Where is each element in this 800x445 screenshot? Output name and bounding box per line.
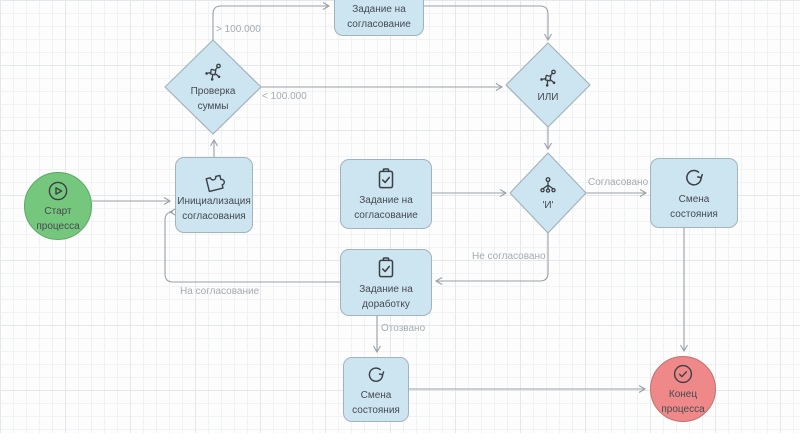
node-task-approval-mid[interactable]: Задание на согласование	[340, 159, 432, 229]
node-label: состояния	[670, 209, 718, 220]
node-label: Инициализация	[177, 196, 251, 207]
edge-label-to-approval: На согласование	[180, 286, 260, 297]
node-label: согласование	[347, 19, 411, 30]
node-start[interactable]: Старт процесса	[24, 172, 92, 240]
node-label: процесса	[36, 221, 80, 232]
node-label: Задание на	[359, 195, 413, 206]
edge-label-under-100k: < 100.000	[262, 91, 307, 102]
edge-label-withdrawn: Отозвано	[381, 323, 426, 334]
check-circle-icon	[673, 364, 693, 384]
node-state-change-right[interactable]: Смена состояния	[650, 158, 738, 228]
refresh-icon	[686, 169, 703, 186]
edge-rework-to-init[interactable]	[164, 208, 340, 283]
node-gateway-or-shape[interactable]	[505, 42, 591, 128]
edge-label-approved: Согласовано	[588, 177, 649, 188]
node-label: Задание на	[359, 283, 413, 295]
node-check-sum-shape[interactable]	[164, 39, 262, 135]
node-label: согласования	[182, 211, 246, 222]
node-label: согласование	[354, 210, 418, 221]
node-label: Старт	[44, 206, 72, 217]
node-label: доработку	[362, 298, 410, 310]
canvas-bottom-margin	[0, 433, 800, 445]
node-label: Смена	[360, 389, 392, 401]
edge-tasktop-to-or[interactable]	[424, 5, 552, 42]
edge-check-to-tasktop[interactable]	[212, 2, 331, 40]
node-label: Конец	[668, 389, 698, 400]
edge-label-not-approved: Не согласовано	[472, 251, 546, 262]
node-init-approval[interactable]: Инициализация согласования	[175, 157, 253, 233]
puzzle-icon	[205, 174, 226, 193]
node-label: процесса	[661, 404, 705, 415]
node-label: Смена	[678, 194, 710, 205]
node-task-rework[interactable]: Задание на доработку	[340, 249, 432, 316]
node-end[interactable]: Конец процесса	[650, 356, 716, 422]
refresh-icon	[368, 366, 385, 382]
node-label: Задание на	[352, 4, 406, 15]
clipboard-check-icon	[378, 256, 394, 277]
node-task-approval-top[interactable]: Задание на согласование	[334, 0, 424, 36]
node-gateway-and-shape[interactable]	[509, 152, 587, 234]
edge-label-over-100k: > 100.000	[216, 24, 261, 35]
node-state-change-bottom[interactable]: Смена состояния	[343, 357, 409, 422]
clipboard-check-icon	[378, 168, 394, 189]
play-circle-icon	[48, 181, 68, 201]
clipboard-check-icon	[366, 0, 392, 1]
node-label: состояния	[352, 404, 400, 416]
edge-and-to-rework[interactable]	[434, 233, 549, 285]
